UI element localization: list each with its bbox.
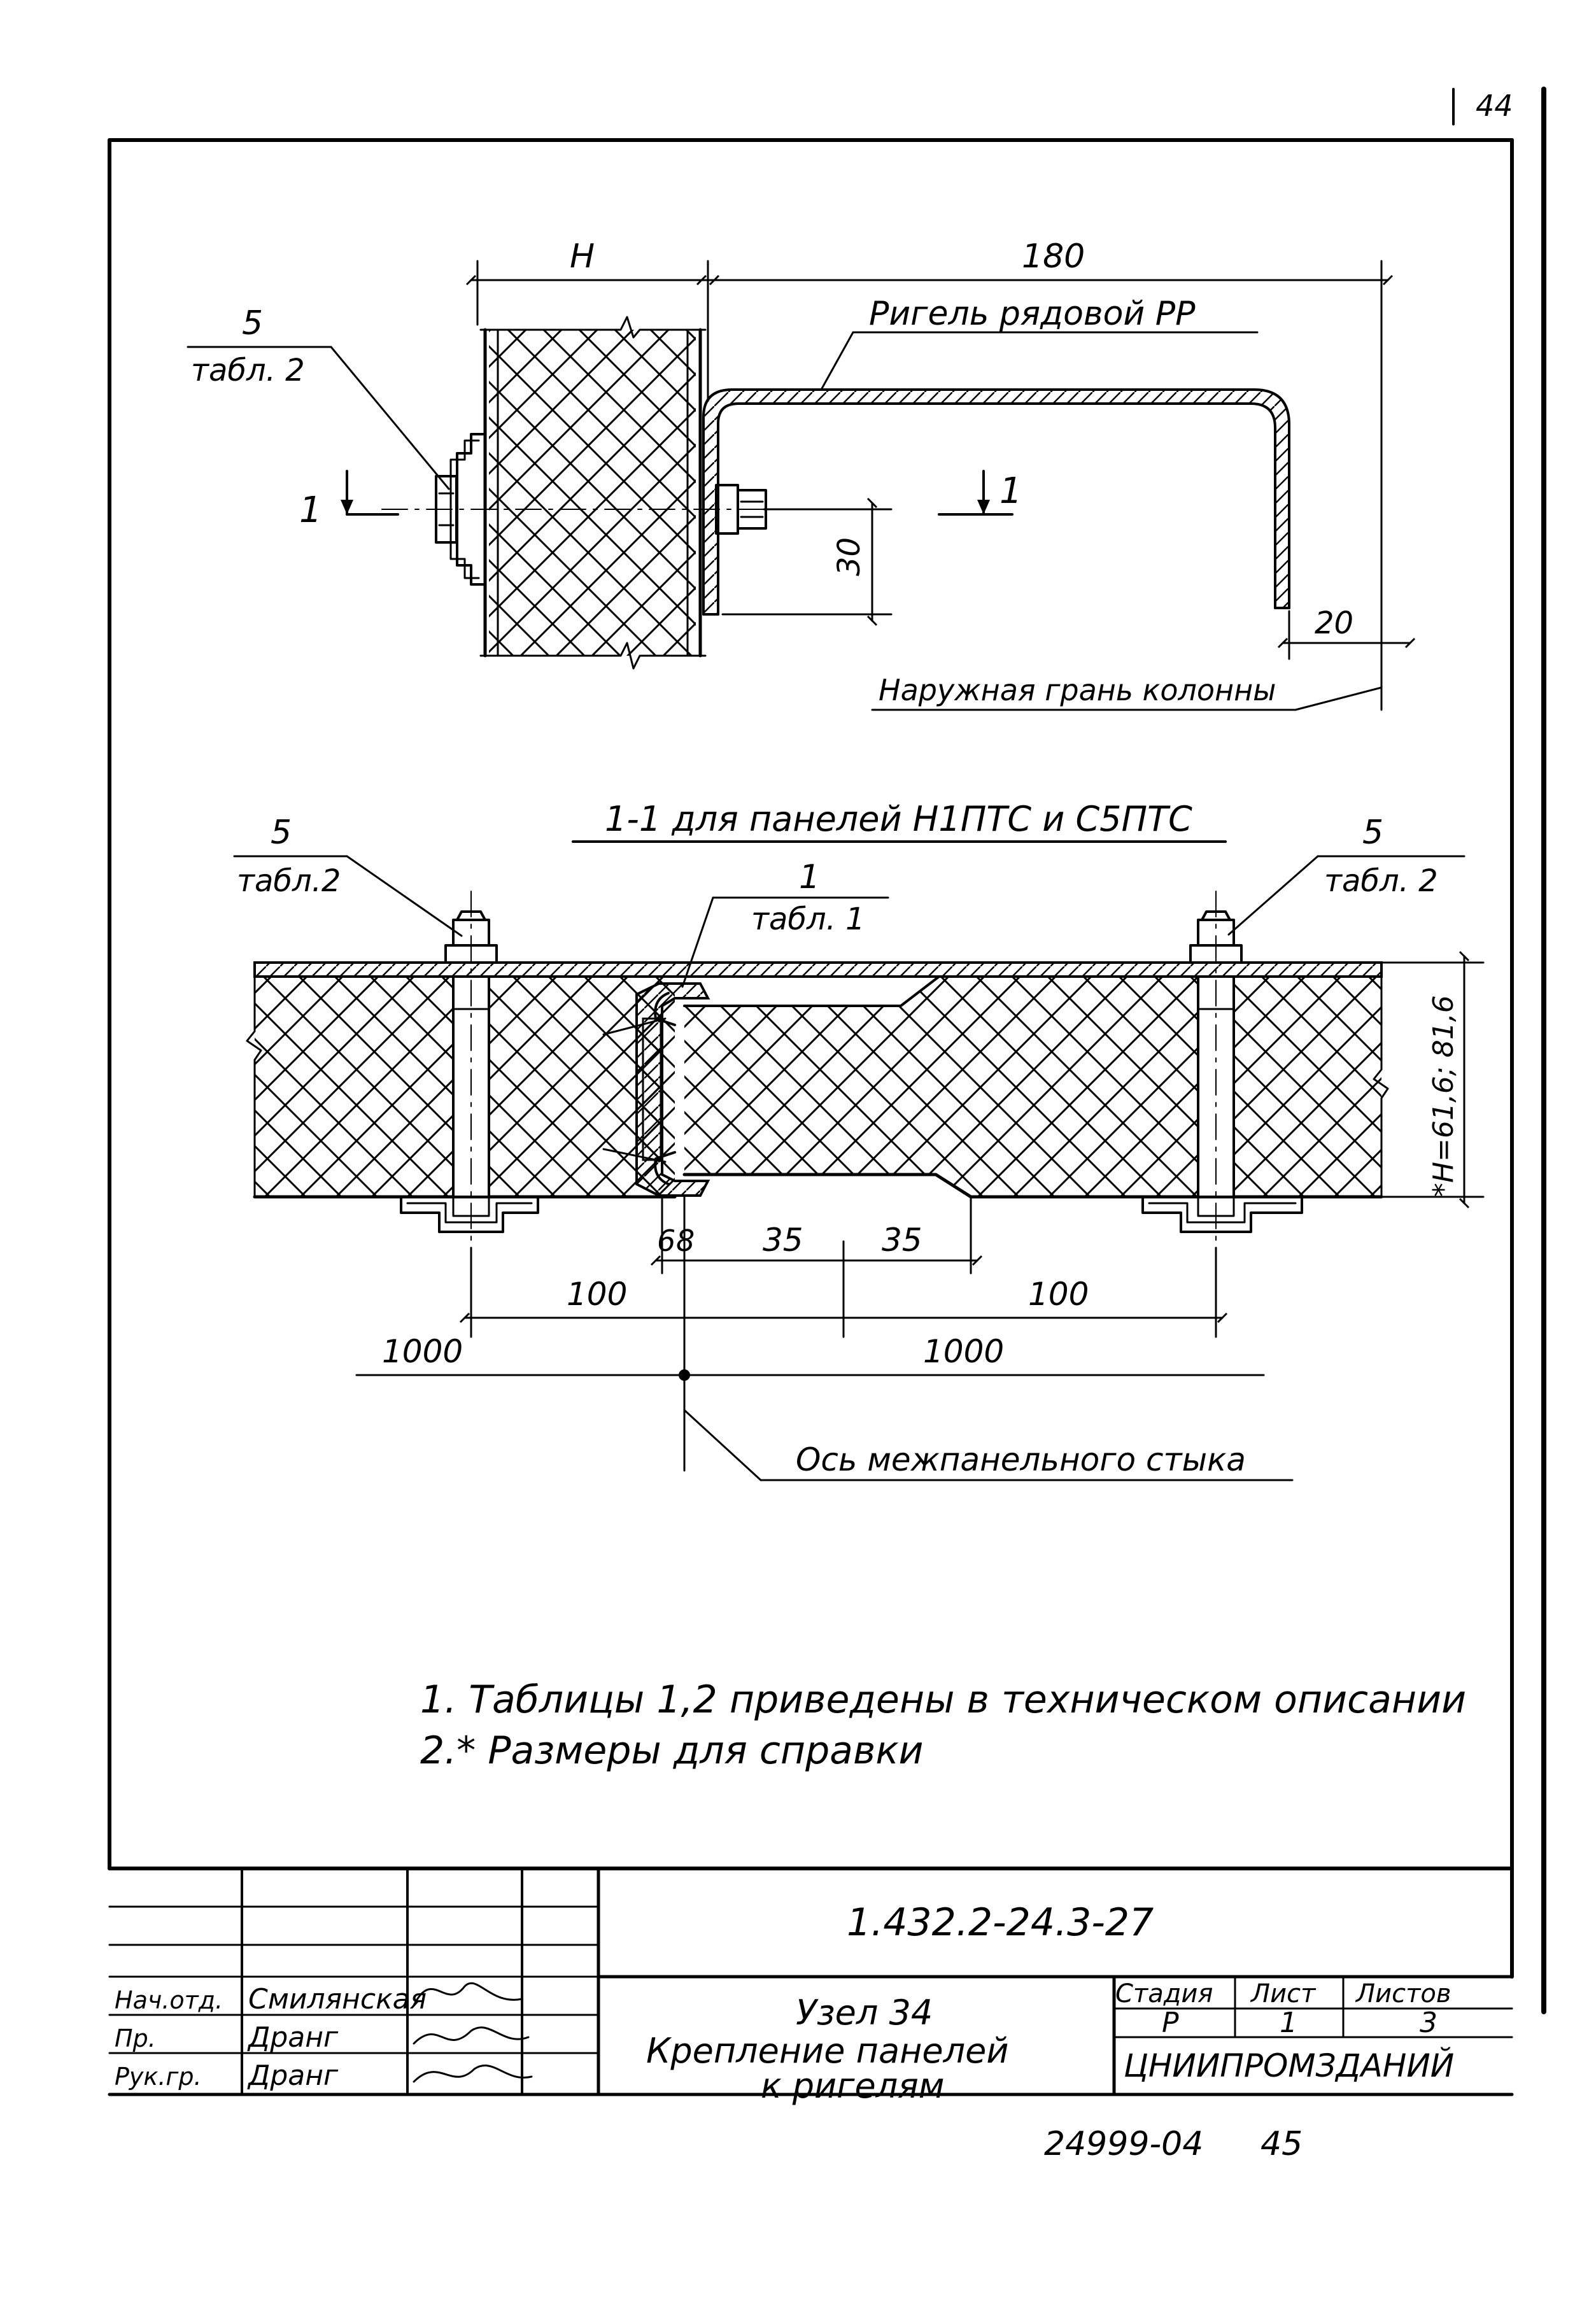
sheets-header: Листов — [1355, 1979, 1451, 2009]
callout-5-top: 5 табл. 2 — [187, 304, 450, 490]
dimension-180: 180 — [696, 237, 1394, 711]
section-title-group: 1-1 для панелей Н1ПТС и С5ПТС — [572, 799, 1227, 843]
dim-35a-label: 35 — [763, 1222, 803, 1259]
dim-100a-label: 100 — [567, 1276, 627, 1313]
dimension-row-100: 100 100 — [459, 1246, 1228, 1338]
dim-6-label: 6 — [657, 1224, 675, 1258]
bolt-left-section — [400, 891, 539, 1248]
archive-number: 24999-04 — [1044, 2125, 1203, 2163]
callout-5-number: 5 — [242, 304, 263, 342]
note-1: 1. Таблицы 1,2 приведены в техническом о… — [420, 1677, 1466, 1722]
bolt-head-left — [435, 433, 486, 586]
page-number-box: 44 — [1452, 87, 1546, 2014]
sheet-frame — [108, 138, 1514, 1979]
dim-h-label: H — [570, 237, 595, 276]
callout-5-right: 5 табл. 2 — [1227, 814, 1465, 936]
signature-name-3: Дранг — [247, 2059, 339, 2092]
joint-profile — [602, 982, 710, 1197]
rigel-label-group: Ригель рядовой РР — [820, 295, 1259, 391]
bolt-right-section — [1141, 891, 1303, 1248]
dim-8-label: 8 — [676, 1224, 695, 1258]
section-mark-right-label: 1 — [999, 470, 1022, 512]
rigel-label: Ригель рядовой РР — [869, 295, 1196, 333]
dim-30-label: 30 — [831, 537, 867, 576]
joint-axis-label: Ось межпанельного стыка — [796, 1441, 1246, 1478]
title-line-2: Крепление панелей — [646, 2031, 1008, 2071]
dimension-height: *H=61,6; 81,6 — [1380, 950, 1485, 1209]
signature-name-2: Дранг — [247, 2021, 339, 2054]
stage-header: Стадия — [1115, 1979, 1213, 2009]
page-number: 44 — [1476, 88, 1513, 123]
rigel-channel — [702, 388, 1290, 616]
dim-1000b-label: 1000 — [923, 1333, 1004, 1370]
signature-role-1: Нач.отд. — [115, 1986, 223, 2014]
dim-100b-label: 100 — [1028, 1276, 1089, 1313]
sheets-value: 3 — [1420, 2007, 1437, 2039]
callout-mid-number: 1 — [799, 858, 820, 896]
callout-mid-table: табл. 1 — [751, 901, 865, 937]
top-facing — [253, 961, 1383, 978]
notes: 1. Таблицы 1,2 приведены в техническом о… — [420, 1677, 1466, 1773]
column-face-label-group: Наружная грань колонны — [871, 673, 1383, 711]
dim-180-label: 180 — [1022, 237, 1085, 276]
title-line-3: к ригелям — [761, 2066, 944, 2106]
signature-name-1: Смилянская — [248, 1983, 427, 2016]
title-line-1: Узел 34 — [796, 1993, 933, 2033]
callout-right-number: 5 — [1362, 814, 1383, 852]
column-face-label: Наружная грань колонны — [879, 673, 1276, 707]
dimension-30: 30 — [721, 497, 893, 626]
sheet-value: 1 — [1280, 2007, 1297, 2039]
panel-plan — [381, 316, 860, 670]
organization: ЦНИИПРОМЗДАНИЙ — [1124, 2047, 1454, 2084]
dimension-row-small: 6 8 35 35 — [650, 1196, 983, 1274]
right-panel — [682, 975, 1389, 1199]
callout-left-table: табл.2 — [237, 863, 341, 899]
signature-role-3: Рук.гр. — [115, 2063, 202, 2091]
sheet-code: 1.432.2-24.3-27 — [847, 1900, 1154, 1945]
section-mark-right: 1 — [938, 470, 1022, 516]
archive-suffix: 45 — [1261, 2125, 1303, 2163]
section-view: 1-1 для панелей Н1ПТС и С5ПТС — [233, 799, 1485, 1481]
signature-role-2: Пр. — [115, 2024, 156, 2052]
dimension-row-1000: 1000 1000 — [355, 1266, 1265, 1472]
signature-marks — [413, 1982, 533, 2083]
dim-20-label: 20 — [1315, 605, 1353, 641]
dim-height-label: *H=61,6; 81,6 — [1427, 995, 1460, 1197]
dim-1000a-label: 1000 — [382, 1333, 463, 1370]
title-block: 1.432.2-24.3-27 Узел 34 Крепление панеле… — [108, 1867, 1514, 2163]
top-view: H 180 Ригель рядовой РР — [187, 237, 1416, 711]
section-title: 1-1 для панелей Н1ПТС и С5ПТС — [605, 799, 1192, 839]
callout-5-left: 5 табл.2 — [233, 814, 463, 937]
section-mark-left-label: 1 — [299, 490, 322, 531]
note-2: 2.* Размеры для справки — [420, 1728, 924, 1773]
callout-right-table: табл. 2 — [1324, 863, 1438, 899]
callout-5-table: табл. 2 — [191, 353, 305, 388]
sheet-header: Лист — [1250, 1979, 1317, 2009]
section-mark-left: 1 — [299, 470, 399, 531]
joint-axis-label-group: Ось межпанельного стыка — [683, 1409, 1294, 1481]
dimension-20: 20 — [1277, 605, 1416, 660]
dim-35b-label: 35 — [882, 1222, 922, 1259]
callout-left-number: 5 — [271, 814, 292, 852]
callout-1-mid: 1 табл. 1 — [681, 858, 889, 988]
stage-value: Р — [1162, 2007, 1179, 2039]
